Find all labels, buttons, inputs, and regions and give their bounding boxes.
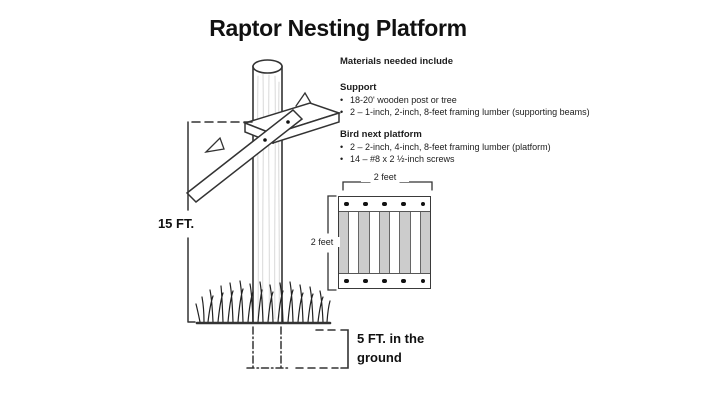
list-item-text: 2 – 1-inch, 2-inch, 8-feet framing lumbe… bbox=[350, 106, 590, 117]
platform-top-view bbox=[338, 196, 431, 289]
rear-beam-left-end bbox=[204, 136, 225, 153]
screw-dot bbox=[420, 278, 425, 284]
slat bbox=[339, 212, 350, 273]
rear-beam-top-end bbox=[295, 91, 313, 107]
platform-section-heading: Bird next platform bbox=[340, 129, 422, 141]
slat bbox=[400, 212, 411, 273]
support-items: • 18-20' wooden post or tree • 2 – 1-inc… bbox=[340, 95, 645, 118]
depth-bracket bbox=[340, 329, 349, 369]
slat-gap bbox=[410, 212, 421, 273]
slat bbox=[359, 212, 370, 273]
list-item-text: 2 – 2-inch, 4-inch, 8-feet framing lumbe… bbox=[350, 141, 551, 152]
list-item-text: 18-20' wooden post or tree bbox=[350, 94, 457, 105]
page-title: Raptor Nesting Platform bbox=[209, 15, 467, 41]
bullet-glyph: • bbox=[340, 94, 344, 105]
slat bbox=[420, 212, 430, 273]
list-item: • 2 – 2-inch, 4-inch, 8-feet framing lum… bbox=[340, 142, 645, 153]
list-item: • 14 – #8 x 2 ½-inch screws bbox=[340, 154, 645, 165]
bullet-glyph: • bbox=[340, 141, 344, 152]
slat bbox=[379, 212, 391, 273]
depth-dimension-label: 5 FT. in the ground bbox=[357, 331, 425, 365]
support-section-heading: Support bbox=[340, 82, 377, 94]
height-dimension-line bbox=[187, 121, 254, 324]
screw-dot bbox=[382, 201, 387, 207]
height-dimension-label: 15 FT. bbox=[157, 216, 195, 231]
screw-dot bbox=[363, 278, 368, 284]
screw-dot bbox=[263, 138, 267, 142]
bullet-glyph: • bbox=[340, 153, 344, 164]
slat-gap bbox=[390, 212, 401, 273]
wood-grain bbox=[257, 73, 280, 321]
slat-gap bbox=[369, 212, 380, 273]
materials-heading: Materials needed include bbox=[340, 56, 453, 67]
platform-height-label: 2 feet bbox=[304, 237, 340, 247]
screw-dot bbox=[382, 278, 387, 284]
supporting-beam bbox=[185, 108, 304, 204]
screw-dot bbox=[286, 120, 290, 124]
list-item-text: 14 – #8 x 2 ½-inch screws bbox=[350, 153, 455, 164]
list-item: • 18-20' wooden post or tree bbox=[340, 95, 645, 106]
platform-slats bbox=[339, 211, 430, 274]
screw-row-bottom bbox=[339, 274, 430, 288]
screw-row-top bbox=[339, 197, 430, 211]
platform-width-label: 2 feet bbox=[361, 172, 409, 182]
materials-list: Materials needed include Support • 18-20… bbox=[340, 56, 645, 176]
bullet-glyph: • bbox=[340, 106, 344, 117]
screw-dot bbox=[401, 201, 406, 207]
grass bbox=[195, 280, 331, 323]
platform-dimension-brackets bbox=[327, 181, 433, 291]
platform-items: • 2 – 2-inch, 4-inch, 8-feet framing lum… bbox=[340, 142, 645, 165]
list-item: • 2 – 1-inch, 2-inch, 8-feet framing lum… bbox=[340, 107, 645, 118]
screw-dot bbox=[401, 278, 406, 284]
wooden-post bbox=[252, 59, 283, 323]
underground-post-outline bbox=[246, 326, 349, 369]
slat-gap bbox=[349, 212, 360, 273]
screw-dot bbox=[363, 201, 368, 207]
screw-dot bbox=[344, 201, 349, 207]
screw-dot bbox=[420, 201, 425, 207]
post-top bbox=[252, 59, 283, 74]
screw-dot bbox=[344, 278, 349, 284]
